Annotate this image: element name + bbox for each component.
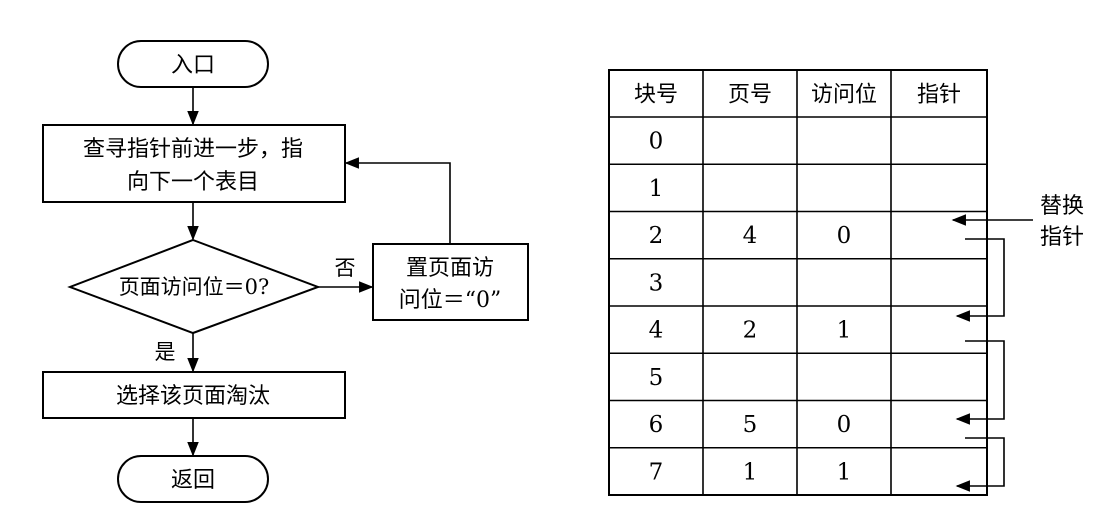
advance-pointer-text-2: 向下一个表目 xyxy=(127,170,259,195)
table-cell-access-bit: 1 xyxy=(837,318,852,344)
decision-text: 页面访问位＝0? xyxy=(119,275,270,299)
table-cell-block-number: 7 xyxy=(649,459,664,485)
reset-text-2: 问位＝“0” xyxy=(399,288,502,313)
pointer-label-line2: 指针 xyxy=(1040,225,1084,250)
advance-pointer-box xyxy=(42,124,346,203)
scan-arrow-6-to-7 xyxy=(955,437,1005,492)
table-cell-block-number: 2 xyxy=(649,223,664,249)
table-header-access-bit: 访问位 xyxy=(811,83,877,108)
table-cell-page-number: 5 xyxy=(743,412,758,438)
pointer-label-line1: 替换 xyxy=(1040,194,1084,219)
table-cell-block-number: 4 xyxy=(649,318,664,344)
yes-label: 是 xyxy=(155,340,176,364)
table-cell-block-number: 3 xyxy=(649,270,664,296)
advance-pointer-text-1: 查寻指针前进一步，指 xyxy=(83,137,303,162)
arrow-loop-back xyxy=(344,157,451,244)
scan-arrow-4-to-6 xyxy=(955,340,1005,425)
table-cell-block-number: 6 xyxy=(649,412,664,438)
table-header-block-number: 块号 xyxy=(634,83,678,108)
table-cell-block-number: 5 xyxy=(649,365,664,391)
table-cell-access-bit: 0 xyxy=(837,223,852,249)
table-cell-page-number: 4 xyxy=(743,223,758,249)
table-cell-page-number: 1 xyxy=(743,459,758,485)
table-cell-block-number: 1 xyxy=(649,176,664,202)
evict-text: 选择该页面淘汰 xyxy=(116,384,270,409)
table-cell-access-bit: 0 xyxy=(837,412,852,438)
reset-text-1: 置页面访 xyxy=(406,256,494,281)
scan-arrow-2-to-4 xyxy=(955,238,1005,322)
end-terminal xyxy=(117,455,269,503)
flowchart: 入口 查寻指针前进一步，指 向下一个表目 页面访问位＝0? 否 置页面访 问位＝… xyxy=(42,40,529,503)
table-border xyxy=(608,69,988,496)
start-label: 入口 xyxy=(171,53,215,78)
table-cell-page-number: 2 xyxy=(743,318,758,344)
table-header-page-number: 页号 xyxy=(728,83,772,108)
end-label: 返回 xyxy=(171,468,215,493)
pointer-annotations: 替换 指针 xyxy=(951,194,1084,492)
table-cell-block-number: 0 xyxy=(649,129,664,155)
table-header-pointer: 指针 xyxy=(917,83,961,108)
page-table: 块号 页号 访问位 指针 0 1 2 4 0 3 4 2 1 5 6 5 0 7 1 1 xyxy=(608,69,988,496)
no-label: 否 xyxy=(335,256,356,280)
reset-access-bit-box xyxy=(372,243,529,321)
table-cell-access-bit: 1 xyxy=(837,459,852,485)
evict-page-box xyxy=(42,371,346,419)
